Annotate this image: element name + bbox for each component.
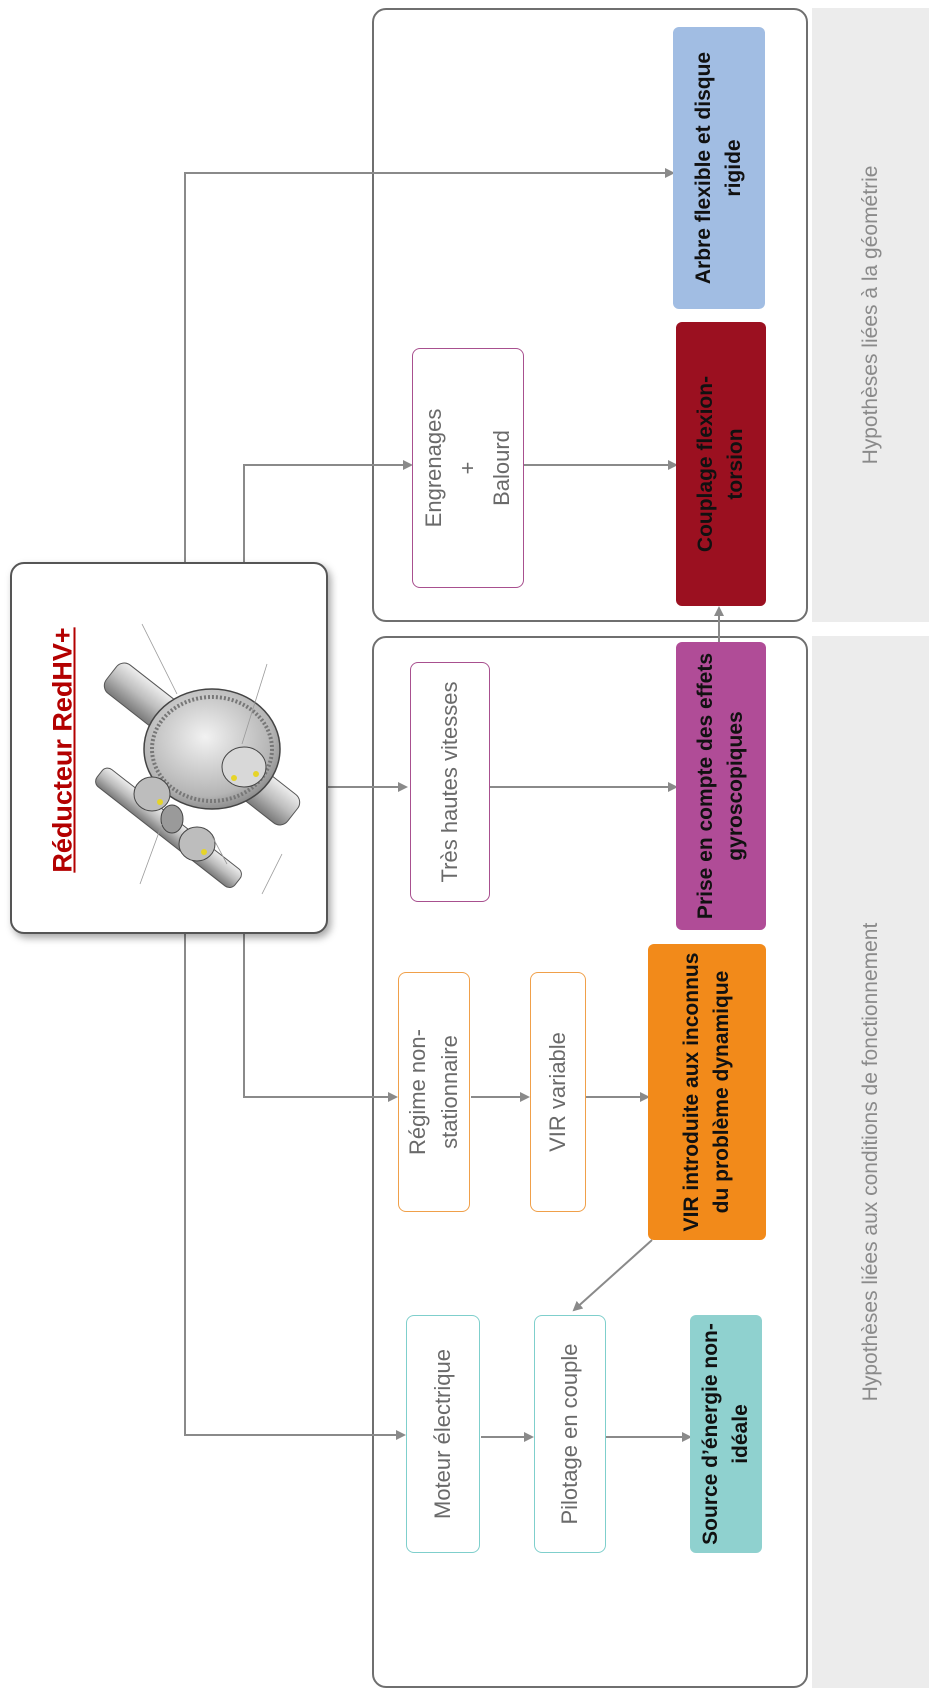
- result-vir-introduite: VIR introduite aux inconnus du problème …: [648, 944, 766, 1240]
- result-source-label: Source d’énergie non-idéale: [699, 1323, 752, 1545]
- gearbox-illustration: [95, 623, 301, 895]
- result-couplage-label: Couplage flexion-torsion: [694, 375, 747, 553]
- result-arbre-flexible: Arbre flexible et disque rigide: [673, 27, 765, 309]
- node-engrenages-balourd: Engrenages + Balourd: [412, 348, 524, 588]
- node-engrenages-label: Engrenages + Balourd: [417, 358, 519, 578]
- result-gyro-label: Prise en compte des effets gyroscopiques: [694, 652, 747, 920]
- engrenages-plus: +: [455, 461, 480, 475]
- arrow-vir-pilotage: [572, 1239, 653, 1312]
- node-pilotage-couple: Pilotage en couple: [534, 1315, 606, 1553]
- arrow-to-arbre: [184, 168, 675, 565]
- node-pilotage-label: Pilotage en couple: [557, 1343, 582, 1525]
- node-tres-hautes-vitesses: Très hautes vitesses: [410, 662, 490, 902]
- node-moteur-label: Moteur électrique: [430, 1349, 455, 1519]
- arrow-to-regime: [243, 932, 398, 1102]
- result-couplage-flexion-torsion: Couplage flexion-torsion: [676, 322, 766, 606]
- geometry-band: Hypothèses liées à la géométrie: [812, 8, 929, 622]
- node-vir-variable: VIR variable: [530, 972, 586, 1212]
- result-effets-gyroscopiques: Prise en compte des effets gyroscopiques: [676, 642, 766, 930]
- arrow-to-moteur: [184, 932, 406, 1440]
- result-source-energie: Source d’énergie non-idéale: [690, 1315, 762, 1553]
- node-vir-variable-label: VIR variable: [545, 1032, 570, 1152]
- conditions-band: Hypothèses liées aux conditions de fonct…: [812, 636, 929, 1688]
- balourd-text: Balourd: [489, 430, 514, 506]
- result-vir-label: VIR introduite aux inconnus du problème …: [680, 952, 733, 1232]
- node-vitesses-label: Très hautes vitesses: [437, 681, 462, 883]
- reducer-card: Réducteur RedHV+: [10, 562, 328, 934]
- result-arbre-label: Arbre flexible et disque rigide: [692, 51, 745, 285]
- arrow-to-engrenages: [243, 460, 413, 565]
- node-moteur-electrique: Moteur électrique: [406, 1315, 480, 1553]
- node-regime-label: Régime non-stationnaire: [405, 1029, 462, 1155]
- node-regime-non-stationnaire: Régime non-stationnaire: [398, 972, 470, 1212]
- engrenages-text: Engrenages: [421, 408, 446, 528]
